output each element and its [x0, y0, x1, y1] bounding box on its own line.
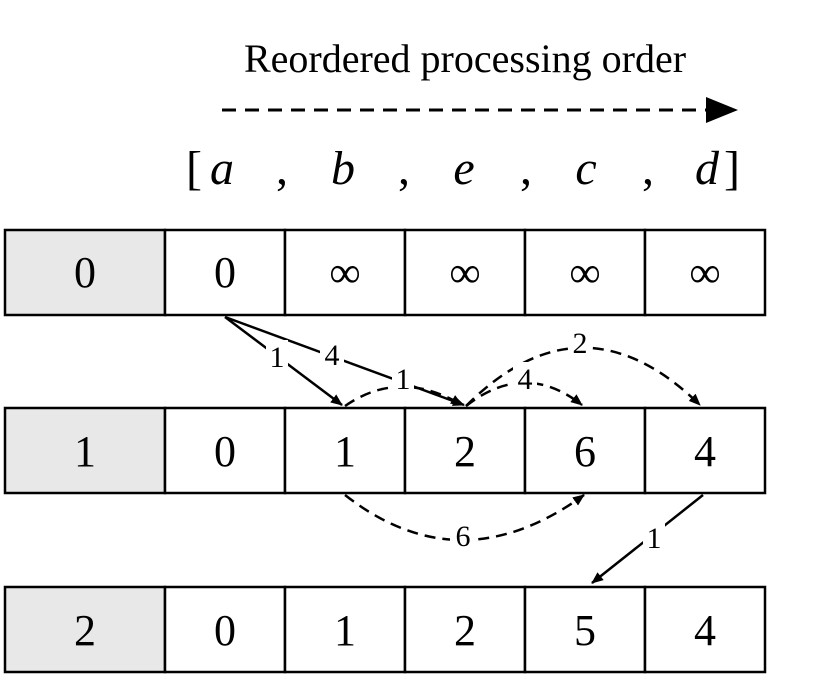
distance-cell: [403, 228, 527, 317]
edge-label-bg: [450, 520, 476, 552]
distance-value: 5: [574, 606, 596, 655]
edge-label-bg: [392, 362, 414, 394]
iteration-label: 1: [74, 427, 96, 476]
sequence-separator: ,: [520, 142, 532, 195]
sequence-separator: ,: [276, 142, 288, 195]
edge-weight-e-d: 2: [573, 327, 588, 360]
distance-value: ∞: [569, 248, 600, 297]
sequence-open-bracket: [: [186, 142, 202, 195]
distance-row-0: 0 0 ∞ ∞ ∞ ∞: [3, 228, 767, 317]
sequence-item: c: [575, 142, 596, 195]
edge-weight-a-b: 1: [270, 341, 285, 374]
distance-cell: [283, 585, 407, 674]
edges-row0-row1: 1 4 1 4 2: [224, 315, 701, 408]
distance-cell: [523, 585, 647, 674]
distance-cell: [403, 406, 527, 495]
edge-a-e: [224, 315, 465, 407]
distance-cell: [643, 406, 767, 495]
edge-label-bg: [513, 362, 537, 394]
iteration-label: 2: [74, 606, 96, 655]
distance-row-2: 2 0 1 2 5 4: [3, 585, 767, 674]
distance-cell: [163, 406, 287, 495]
distance-cell: [643, 585, 767, 674]
edges-row1-row2: 6 1: [344, 493, 704, 584]
distance-value: 1: [334, 606, 356, 655]
distance-value: 1: [334, 427, 356, 476]
sequence-separator: ,: [642, 142, 654, 195]
edge-weight-d-c: 1: [647, 522, 662, 555]
edge-label-bg: [320, 338, 344, 370]
distance-value: ∞: [689, 248, 720, 297]
distance-value: 4: [694, 606, 716, 655]
distance-value: 2: [454, 427, 476, 476]
sequence-item: a: [210, 142, 234, 195]
distance-cell: [283, 406, 407, 495]
distance-value: 4: [694, 427, 716, 476]
distance-value: 2: [454, 606, 476, 655]
edge-weight-b-c: 6: [456, 520, 471, 553]
distance-value: 0: [214, 248, 236, 297]
edge-label-bg: [266, 340, 288, 372]
iteration-cell: [3, 406, 167, 495]
sequence-separator: ,: [398, 142, 410, 195]
distance-cell: [643, 228, 767, 317]
distance-row-1: 1 0 1 2 6 4: [3, 406, 767, 495]
distance-value: ∞: [329, 248, 360, 297]
distance-value: 0: [214, 606, 236, 655]
edge-weight-e-c: 4: [518, 363, 533, 396]
sequence-item: b: [331, 142, 355, 195]
diagram-title: Reordered processing order: [244, 36, 686, 81]
order-direction-arrowhead: [706, 97, 738, 123]
distance-value: ∞: [449, 248, 480, 297]
sequence-item: e: [453, 142, 474, 195]
processing-sequence: [ a , b , e , c , d ]: [186, 142, 740, 195]
edge-weight-b-e: 1: [396, 363, 411, 396]
iteration-cell: [3, 228, 167, 317]
edge-weight-a-e: 4: [325, 339, 340, 372]
edge-label-bg: [568, 326, 592, 358]
distance-cell: [163, 228, 287, 317]
distance-cell: [523, 228, 647, 317]
sequence-close-bracket: ]: [724, 142, 740, 195]
sequence-item: d: [695, 142, 720, 195]
distance-cell: [523, 406, 647, 495]
edge-label-bg: [643, 522, 665, 554]
iteration-label: 0: [74, 248, 96, 297]
distance-value: 0: [214, 427, 236, 476]
iteration-cell: [3, 585, 167, 674]
distance-value: 6: [574, 427, 596, 476]
